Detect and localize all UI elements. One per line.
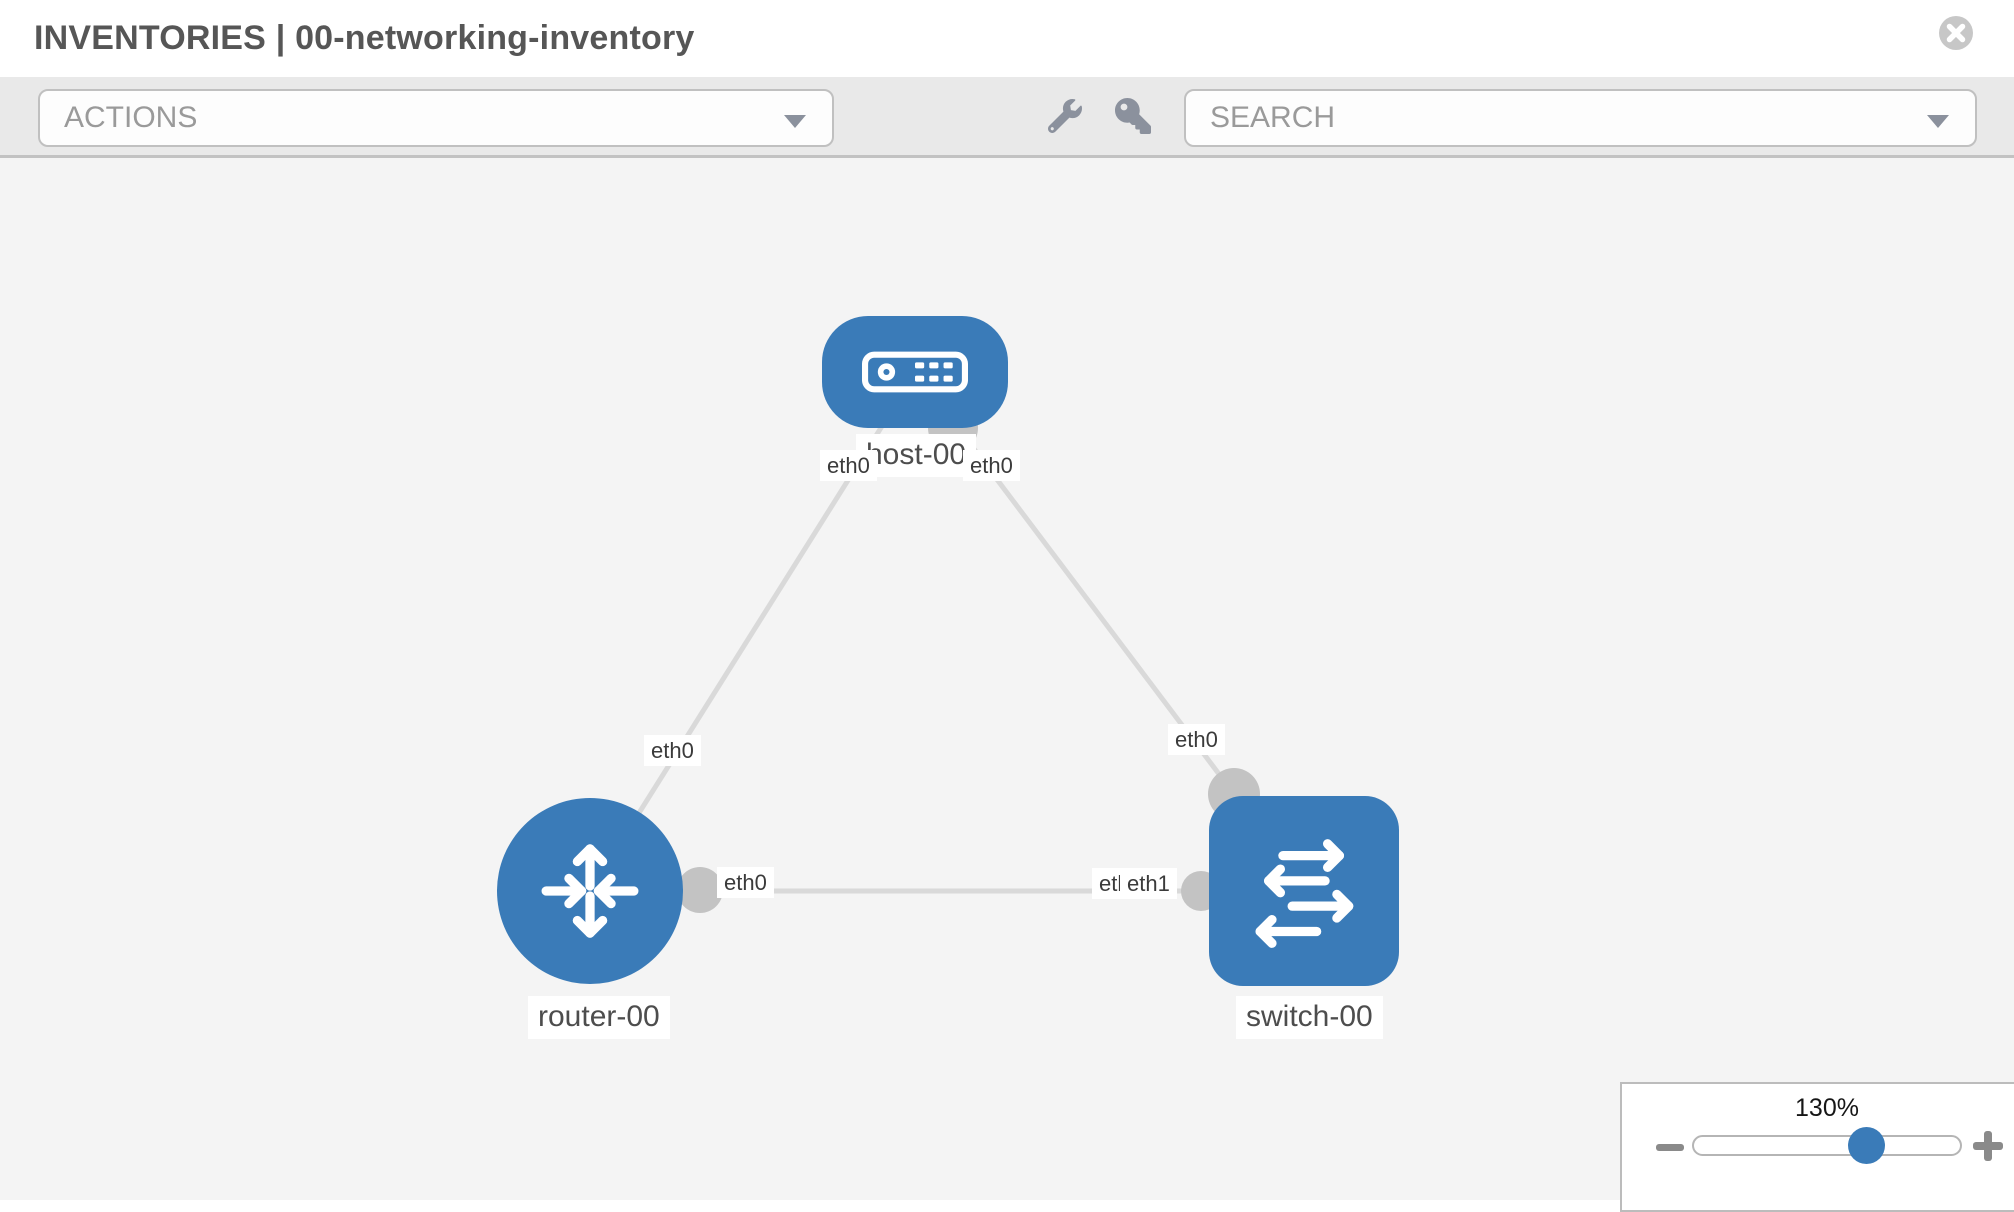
- zoom-in-button[interactable]: [1970, 1128, 2006, 1164]
- interface-label: eth1: [1120, 868, 1177, 900]
- topology-canvas[interactable]: host-00 router-00 switch-00 eth0 eth0 et…: [0, 158, 2014, 1200]
- interface-connector-router: [677, 867, 723, 913]
- zoom-out-button[interactable]: [1654, 1139, 1688, 1155]
- node-router-00[interactable]: [497, 798, 683, 984]
- zoom-slider-thumb[interactable]: [1848, 1127, 1885, 1164]
- node-switch-00[interactable]: [1209, 796, 1399, 986]
- key-button[interactable]: [1110, 93, 1156, 139]
- switch-icon: [1255, 839, 1354, 948]
- zoom-control-panel: 130%: [1620, 1082, 2014, 1212]
- interface-label: eth0: [820, 450, 877, 482]
- host-icon: [862, 351, 968, 393]
- actions-dropdown-label: ACTIONS: [64, 101, 198, 134]
- caret-down-icon: [784, 115, 806, 128]
- interface-label: eth0: [644, 735, 701, 767]
- wrench-button[interactable]: [1042, 93, 1088, 139]
- node-host-00[interactable]: [822, 316, 1008, 428]
- search-dropdown-label: SEARCH: [1210, 101, 1336, 134]
- caret-down-icon: [1927, 115, 1949, 128]
- wrench-icon: [1048, 99, 1082, 133]
- close-button[interactable]: [1938, 15, 1974, 51]
- header-bar: INVENTORIES | 00-networking-inventory: [0, 0, 2014, 77]
- interface-label: eth0: [1168, 724, 1225, 756]
- interface-label: eth0: [963, 450, 1020, 482]
- actions-dropdown[interactable]: ACTIONS: [38, 89, 834, 147]
- toolbar: ACTIONS SEARCH: [0, 77, 2014, 158]
- links-layer: [587, 370, 1304, 913]
- key-icon: [1115, 98, 1151, 134]
- search-dropdown[interactable]: SEARCH: [1184, 89, 1977, 147]
- interface-label: eth0: [717, 867, 774, 899]
- close-icon: [1939, 16, 1973, 50]
- zoom-percentage: 130%: [1795, 1094, 1859, 1122]
- page-title: INVENTORIES | 00-networking-inventory: [34, 19, 695, 57]
- node-label-switch: switch-00: [1236, 996, 1383, 1039]
- node-label-router: router-00: [528, 996, 670, 1039]
- zoom-slider-track[interactable]: [1692, 1135, 1962, 1156]
- router-icon: [541, 844, 639, 938]
